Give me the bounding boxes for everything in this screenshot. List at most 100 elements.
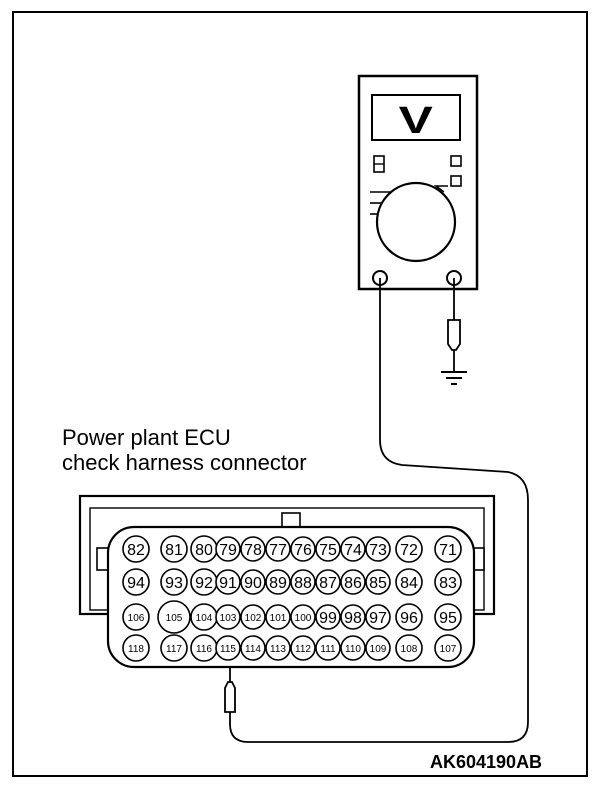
pin-71-label: 71 bbox=[439, 542, 457, 559]
pin-84-circle bbox=[395, 568, 423, 596]
pin-109-label: 109 bbox=[370, 644, 387, 655]
pin-118-circle bbox=[122, 634, 150, 662]
pin-77-circle bbox=[265, 536, 291, 562]
connector-label-line2: check harness connector bbox=[62, 450, 307, 475]
connector-pins: 82 81 80 79 78 77 76 75 74 73 72 71 94 93 92 91 90 89 88 87… bbox=[122, 535, 462, 662]
pin-80-label: 80 bbox=[195, 542, 213, 559]
pin-78-circle bbox=[240, 536, 266, 562]
pin-83-circle bbox=[434, 568, 462, 596]
voltmeter: V bbox=[357, 74, 479, 291]
pin-95-circle bbox=[434, 603, 462, 631]
pin-101-circle bbox=[265, 604, 291, 630]
pin-115-circle bbox=[215, 635, 241, 661]
pin-81-circle bbox=[160, 535, 188, 563]
pin-117-circle bbox=[160, 634, 188, 662]
pin-83-label: 83 bbox=[439, 575, 457, 592]
ecu-check-connector: 82 81 80 79 78 77 76 75 74 73 72 71 94 93 92 91 90 89 88 87… bbox=[78, 494, 496, 669]
pin-82-circle bbox=[122, 535, 150, 563]
pin-90-circle bbox=[240, 569, 266, 595]
pin-94-label: 94 bbox=[127, 575, 145, 592]
pin-97-label: 97 bbox=[369, 610, 387, 627]
figure-frame bbox=[12, 11, 588, 777]
pin-99-circle bbox=[315, 604, 341, 630]
pin-73-label: 73 bbox=[369, 542, 387, 559]
pin-111-label: 111 bbox=[320, 644, 336, 655]
pin-72-label: 72 bbox=[400, 542, 418, 559]
pin-105-label: 105 bbox=[166, 613, 183, 624]
pin-118-label: 118 bbox=[128, 644, 144, 655]
pin-88-label: 88 bbox=[294, 575, 312, 592]
pin-102-circle bbox=[240, 604, 266, 630]
pin-85-circle bbox=[365, 569, 391, 595]
pin-114-circle bbox=[240, 635, 266, 661]
test-lead bbox=[224, 278, 529, 743]
pin-75-label: 75 bbox=[319, 542, 337, 559]
pin-76-label: 76 bbox=[294, 542, 312, 559]
pin-110-circle bbox=[340, 635, 366, 661]
pin-78-label: 78 bbox=[244, 542, 262, 559]
probe-tip bbox=[224, 681, 236, 713]
pin-114-label: 114 bbox=[245, 644, 261, 655]
pin-89-label: 89 bbox=[269, 575, 287, 592]
pin-95-label: 95 bbox=[439, 610, 457, 627]
pin-112-label: 112 bbox=[295, 644, 311, 655]
pin-93-label: 93 bbox=[165, 575, 183, 592]
connector-label-line1: Power plant ECU bbox=[62, 425, 231, 450]
pin-86-label: 86 bbox=[344, 575, 362, 592]
probe-tip bbox=[447, 319, 461, 351]
pin-75-circle bbox=[315, 536, 341, 562]
figure-code: AK604190AB bbox=[430, 752, 543, 772]
pin-89-circle bbox=[265, 569, 291, 595]
pin-108-label: 108 bbox=[401, 644, 418, 655]
pin-109-circle bbox=[365, 635, 391, 661]
pin-106-label: 106 bbox=[128, 613, 145, 624]
pin-82-label: 82 bbox=[127, 542, 145, 559]
pin-79-label: 79 bbox=[219, 542, 237, 559]
pin-107-label: 107 bbox=[440, 644, 457, 655]
pin-99-label: 99 bbox=[319, 610, 337, 627]
pin-113-label: 113 bbox=[270, 644, 286, 655]
pin-76-circle bbox=[290, 536, 316, 562]
connector-key bbox=[281, 512, 301, 528]
meter-display bbox=[371, 94, 461, 141]
pin-103-circle bbox=[215, 604, 241, 630]
pin-100-circle bbox=[290, 604, 316, 630]
pin-87-label: 87 bbox=[319, 575, 337, 592]
pin-87-circle bbox=[315, 569, 341, 595]
pin-90-label: 90 bbox=[244, 575, 262, 592]
pin-77-label: 77 bbox=[269, 542, 287, 559]
pin-104-label: 104 bbox=[196, 613, 213, 624]
pin-100-label: 100 bbox=[295, 613, 312, 624]
meter-button-icon bbox=[450, 155, 462, 167]
pin-94-circle bbox=[122, 568, 150, 596]
meter-button-icon bbox=[450, 175, 462, 187]
pin-102-label: 102 bbox=[245, 613, 262, 624]
pin-91-label: 91 bbox=[219, 575, 237, 592]
pin-96-label: 96 bbox=[400, 610, 418, 627]
pin-108-circle bbox=[395, 634, 423, 662]
pin-71-circle bbox=[434, 535, 462, 563]
pin-116-label: 116 bbox=[196, 644, 212, 655]
pin-81-label: 81 bbox=[165, 542, 183, 559]
pin-107-circle bbox=[434, 634, 462, 662]
pin-74-circle bbox=[340, 536, 366, 562]
pin-97-circle bbox=[365, 604, 391, 630]
pin-85-label: 85 bbox=[369, 575, 387, 592]
pin-105-circle bbox=[157, 600, 191, 634]
pin-86-circle bbox=[340, 569, 366, 595]
pin-98-label: 98 bbox=[344, 610, 362, 627]
pin-115-label: 115 bbox=[220, 644, 236, 655]
pin-98-circle bbox=[340, 604, 366, 630]
pin-106-circle bbox=[122, 603, 150, 631]
pin-92-label: 92 bbox=[195, 575, 213, 592]
ground-probe bbox=[441, 278, 467, 385]
pin-74-label: 74 bbox=[344, 542, 362, 559]
pin-103-label: 103 bbox=[220, 613, 237, 624]
pin-117-label: 117 bbox=[166, 644, 182, 655]
pin-113-circle bbox=[265, 635, 291, 661]
pin-101-label: 101 bbox=[270, 613, 287, 624]
pin-91-circle bbox=[215, 569, 241, 595]
pin-93-circle bbox=[160, 568, 188, 596]
